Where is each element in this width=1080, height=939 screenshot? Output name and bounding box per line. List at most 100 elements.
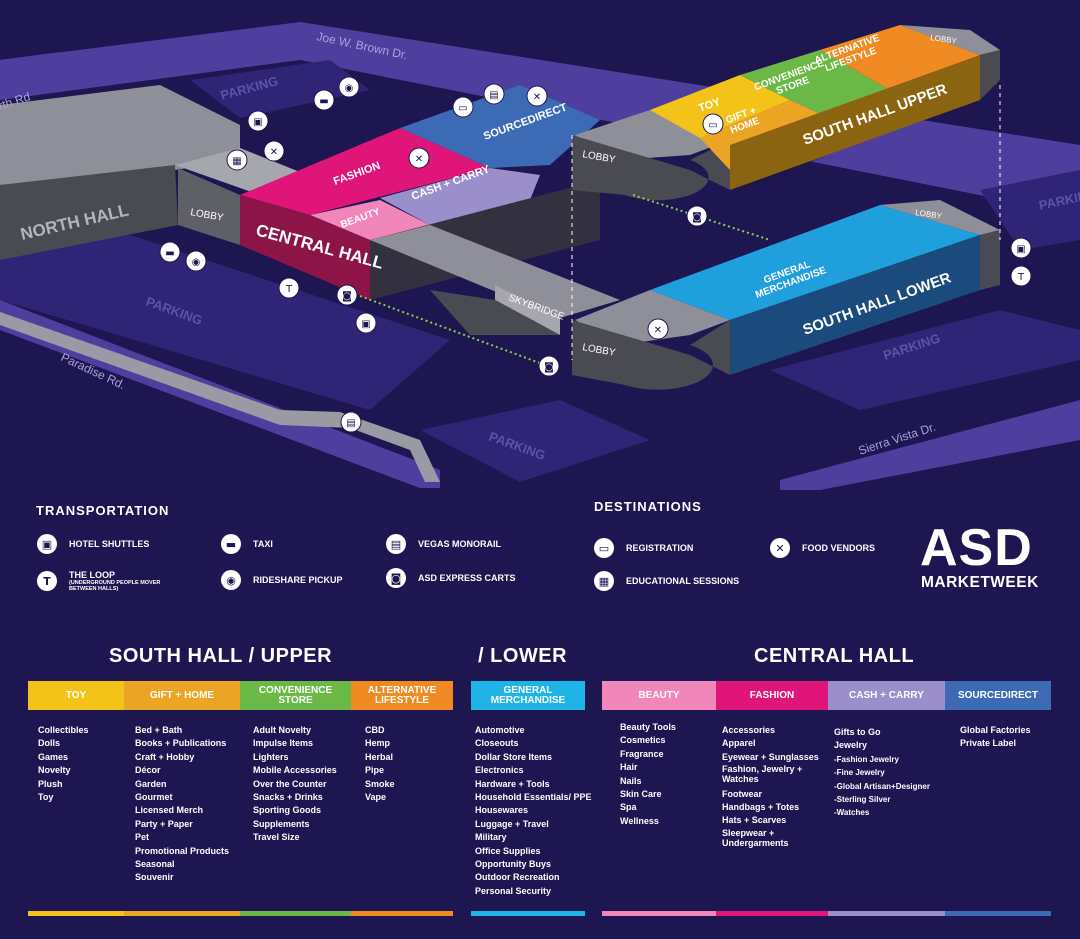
category-color-bar xyxy=(716,911,828,916)
education-icon[interactable]: ▦ xyxy=(226,149,248,171)
category-header: ALTERNATIVE LIFESTYLE xyxy=(351,681,453,710)
svg-text:▣: ▣ xyxy=(361,319,370,330)
category-item: Cosmetics xyxy=(620,735,666,746)
svg-text:✕: ✕ xyxy=(654,325,662,336)
legend-label: FOOD VENDORS xyxy=(802,543,876,553)
svg-text:◉: ◉ xyxy=(192,257,201,268)
category-item: Adult Novelty xyxy=(253,725,312,735)
legend-educational: ▦EDUCATIONAL SESSIONS xyxy=(594,571,739,591)
category-item: Hair xyxy=(620,762,638,773)
road-north xyxy=(0,52,60,95)
food-icon[interactable]: ✕ xyxy=(408,147,430,169)
destinations-heading: DESTINATIONS xyxy=(594,499,702,514)
category-item: Travel Size xyxy=(253,832,300,843)
category-color-bar xyxy=(124,911,240,916)
category-item: Household Essentials/ PPE xyxy=(475,792,592,803)
svg-text:✕: ✕ xyxy=(533,92,541,103)
asd-logo: ASD xyxy=(920,519,1033,577)
legend-label: REGISTRATION xyxy=(626,543,694,553)
parking-lot xyxy=(190,60,370,118)
food-icon[interactable]: ✕ xyxy=(526,85,548,107)
registration-icon[interactable]: ▭ xyxy=(452,96,474,118)
shuttle-bus-icon: ▣ xyxy=(37,534,57,554)
svg-text:▤: ▤ xyxy=(489,90,498,101)
tesla-icon: T xyxy=(37,571,57,591)
category-item: Herbal xyxy=(365,751,394,762)
zone-cash-carry xyxy=(380,168,540,225)
category-item: Fashion, Jewelry + Watches xyxy=(722,764,803,785)
category-item: Apparel xyxy=(722,738,756,749)
south-upper-lobby-right-label: LOBBY xyxy=(930,33,958,46)
category-item: Hemp xyxy=(365,738,391,749)
zone-alternative-lifestyle xyxy=(820,25,980,90)
south-lower-front xyxy=(730,235,980,375)
category-color-bar xyxy=(28,911,124,916)
registration-icon: ▭ xyxy=(594,538,614,558)
tesla-icon[interactable]: T xyxy=(278,277,300,299)
walkway xyxy=(0,312,440,482)
rideshare-icon[interactable]: ◉ xyxy=(338,76,360,98)
skybridge-top xyxy=(370,225,620,318)
south-upper-lobby-strip xyxy=(900,25,1000,55)
south-upper-lobby-strip-side xyxy=(980,50,1000,100)
category-item: Collectibles xyxy=(38,725,89,735)
zone-general-merchandise xyxy=(650,205,980,320)
cart-icon[interactable]: ◙ xyxy=(686,205,708,227)
south-lower-lobby-front xyxy=(572,320,730,390)
shuttle-bus-icon[interactable]: ▣ xyxy=(355,312,377,334)
svg-text:◉: ◉ xyxy=(345,83,354,94)
legend-rideshare: ◉RIDESHARE PICKUP xyxy=(221,570,343,590)
category-item: Sleepwear + Undergarments xyxy=(722,827,789,848)
legend-the-loop: T THE LOOP(UNDERGROUND PEOPLE MOVER BETW… xyxy=(37,570,160,592)
category-item: Jewelry xyxy=(834,740,868,751)
category-header: CONVENIENCE STORE xyxy=(240,681,351,710)
category-item: Electronics xyxy=(475,765,524,776)
category-item: Footwear xyxy=(722,788,763,799)
legend-sublabel: (UNDERGROUND PEOPLE MOVER BETWEEN HALLS) xyxy=(69,580,161,592)
road-sierra-vista xyxy=(780,400,1080,490)
zone-sourcedirect xyxy=(400,85,600,168)
registration-icon[interactable]: ▭ xyxy=(702,113,724,135)
category-item: Opportunity Buys xyxy=(475,859,551,870)
monorail-icon[interactable]: ▤ xyxy=(340,411,362,433)
category-item: Craft + Hobby xyxy=(135,751,195,762)
category-item: Closeouts xyxy=(475,738,519,749)
category-item: Pet xyxy=(135,832,150,843)
food-icon[interactable]: ✕ xyxy=(647,318,669,340)
category-item: Global Factories xyxy=(960,725,1031,735)
category-item: -Fashion Jewelry xyxy=(834,754,899,764)
category-item: Personal Security xyxy=(475,885,552,896)
category-header: GENERAL MERCHANDISE xyxy=(471,681,585,710)
svg-text:◙: ◙ xyxy=(692,212,702,223)
shuttle-bus-icon[interactable]: ▣ xyxy=(247,110,269,132)
section-title-south-upper: SOUTH HALL / UPPER xyxy=(109,645,333,667)
taxi-icon[interactable]: ▬ xyxy=(313,89,335,111)
shuttle-bus-icon[interactable]: ▣ xyxy=(1010,237,1032,259)
category-item: Military xyxy=(475,832,507,843)
category-header: SOURCEDIRECT xyxy=(945,681,1051,710)
north-hall-top xyxy=(0,85,240,185)
cart-icon[interactable]: ◙ xyxy=(336,284,358,306)
category-item: -Global Artisan+Designer xyxy=(834,781,930,791)
svg-text:✕: ✕ xyxy=(415,154,423,165)
svg-text:▭: ▭ xyxy=(458,103,467,114)
category-item: Décor xyxy=(135,765,161,776)
category-item: Luggage + Travel xyxy=(475,818,549,829)
section-title-lower: / LOWER xyxy=(478,645,568,667)
cart-icon[interactable]: ◙ xyxy=(538,355,560,377)
category-item: Promotional Products xyxy=(135,845,230,856)
zone-fashion xyxy=(240,128,490,215)
svg-text:▬: ▬ xyxy=(165,248,174,259)
category-color-bar xyxy=(471,911,585,916)
venue-map: NORTH HALL LOBBY CENTRAL HALL FASHION BE… xyxy=(0,22,1080,490)
tesla-icon[interactable]: T xyxy=(1010,265,1032,287)
taxi-icon[interactable]: ▬ xyxy=(159,241,181,263)
category-item: Party + Paper xyxy=(135,818,193,829)
cart-icon: ◙ xyxy=(386,568,406,588)
monorail-icon[interactable]: ▤ xyxy=(483,83,505,105)
food-icon[interactable]: ✕ xyxy=(263,140,285,162)
legend-label: ASD EXPRESS CARTS xyxy=(418,573,516,583)
rideshare-icon[interactable]: ◉ xyxy=(185,250,207,272)
